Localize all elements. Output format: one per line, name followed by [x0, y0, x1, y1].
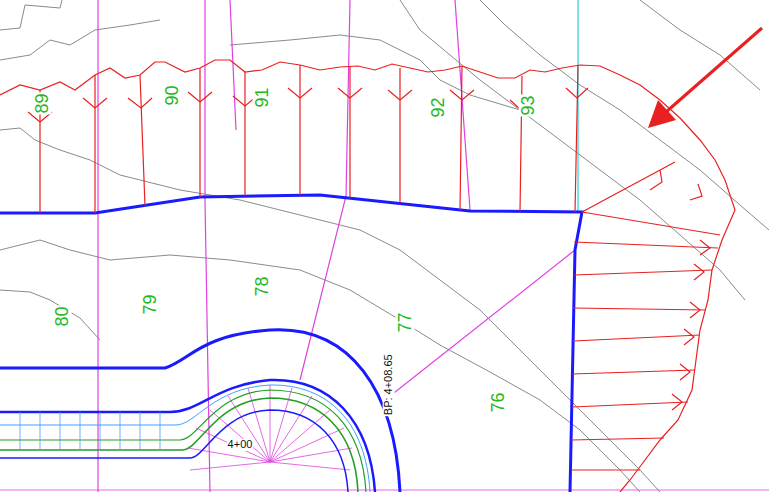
lot-number: 93 [519, 94, 538, 116]
callout-arrow [648, 28, 762, 128]
lot-number: 76 [489, 391, 508, 413]
lot-boundary [0, 195, 582, 492]
lot-number: 79 [141, 293, 160, 315]
lot-number: 89 [33, 92, 52, 114]
road [0, 330, 769, 492]
lot-number: 77 [396, 311, 415, 333]
lot-number: 91 [253, 86, 272, 108]
station-label: 4+00 [227, 439, 254, 451]
lot-number: 90 [163, 84, 182, 106]
lot-number: 80 [53, 305, 72, 327]
lot-number: 78 [253, 275, 272, 297]
grading-limits [0, 60, 735, 492]
lot-number: 92 [429, 96, 448, 118]
station-label: BP: 4+08.65 [382, 354, 394, 417]
